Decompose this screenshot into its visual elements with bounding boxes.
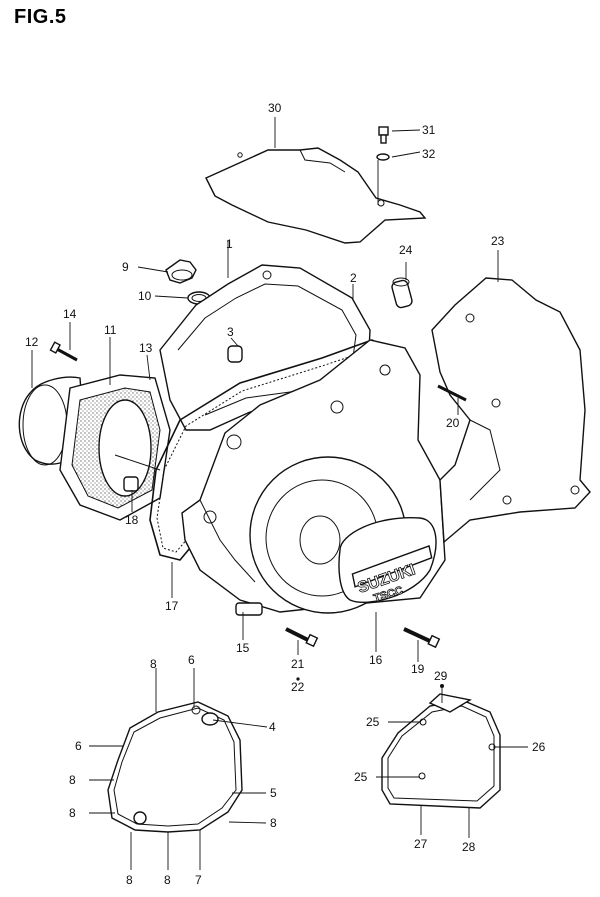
figure-title: FIG.5 — [14, 6, 67, 28]
callout-5: 5 — [270, 786, 277, 800]
callout-31: 31 — [422, 123, 436, 137]
top-cover-plate — [205, 147, 427, 244]
callout-23: 23 — [491, 234, 505, 248]
callout-25-lower: 25 — [354, 770, 368, 784]
callout-29: 29 — [434, 669, 448, 683]
callout-16: 16 — [369, 653, 383, 667]
clutch-cover-16: SUZUKI TSCC — [181, 339, 446, 616]
bolt-21 — [285, 627, 319, 648]
callout-8-top: 8 — [150, 657, 157, 671]
callout-2: 2 — [350, 271, 357, 285]
bolt-19 — [403, 627, 441, 649]
callout-27: 27 — [414, 837, 428, 851]
callout-9: 9 — [122, 260, 129, 274]
callout-8-left-lower: 8 — [69, 806, 76, 820]
callout-26: 26 — [532, 740, 546, 754]
filler-cap-9 — [165, 259, 197, 284]
callout-11: 11 — [104, 323, 117, 337]
callout-8-bottom-a: 8 — [126, 873, 133, 887]
callout-22: 22 — [291, 680, 305, 694]
callout-1: 1 — [226, 237, 233, 251]
callout-15: 15 — [236, 641, 250, 655]
callout-19: 19 — [411, 662, 425, 676]
dowel-24 — [391, 277, 413, 309]
callout-10: 10 — [138, 289, 152, 303]
callout-14: 14 — [63, 307, 77, 321]
callout-32: 32 — [422, 147, 436, 161]
gasket-lower-right — [381, 693, 501, 809]
callout-25-upper: 25 — [366, 715, 380, 729]
side-cover-23 — [431, 277, 591, 544]
callout-24: 24 — [399, 243, 413, 257]
callout-17: 17 — [165, 599, 179, 613]
callout-28: 28 — [462, 840, 476, 854]
leader-dots — [296, 677, 444, 688]
callout-4: 4 — [269, 720, 276, 734]
callout-labels: 30 31 32 1 2 3 9 10 11 12 13 14 15 16 17… — [25, 101, 546, 887]
callout-8-left-upper: 8 — [69, 773, 76, 787]
stator-11 — [59, 374, 171, 521]
leader-lines — [31, 117, 528, 870]
callout-8-bottom-b: 8 — [164, 873, 171, 887]
gasket-lower-left — [107, 701, 243, 833]
callout-6-top: 6 — [188, 653, 195, 667]
callout-7: 7 — [195, 873, 202, 887]
callout-6-left: 6 — [75, 739, 82, 753]
callout-12: 12 — [25, 335, 39, 349]
bolt-14 — [49, 341, 78, 362]
callout-3: 3 — [227, 325, 234, 339]
washer-32 — [376, 153, 390, 161]
bolt-31 — [378, 126, 389, 144]
callout-20: 20 — [446, 416, 460, 430]
callout-18: 18 — [125, 513, 139, 527]
callout-13: 13 — [139, 341, 153, 355]
callout-21: 21 — [291, 657, 305, 671]
callout-30: 30 — [268, 101, 282, 115]
callout-8-right: 8 — [270, 816, 277, 830]
bolt-20 — [437, 384, 467, 402]
